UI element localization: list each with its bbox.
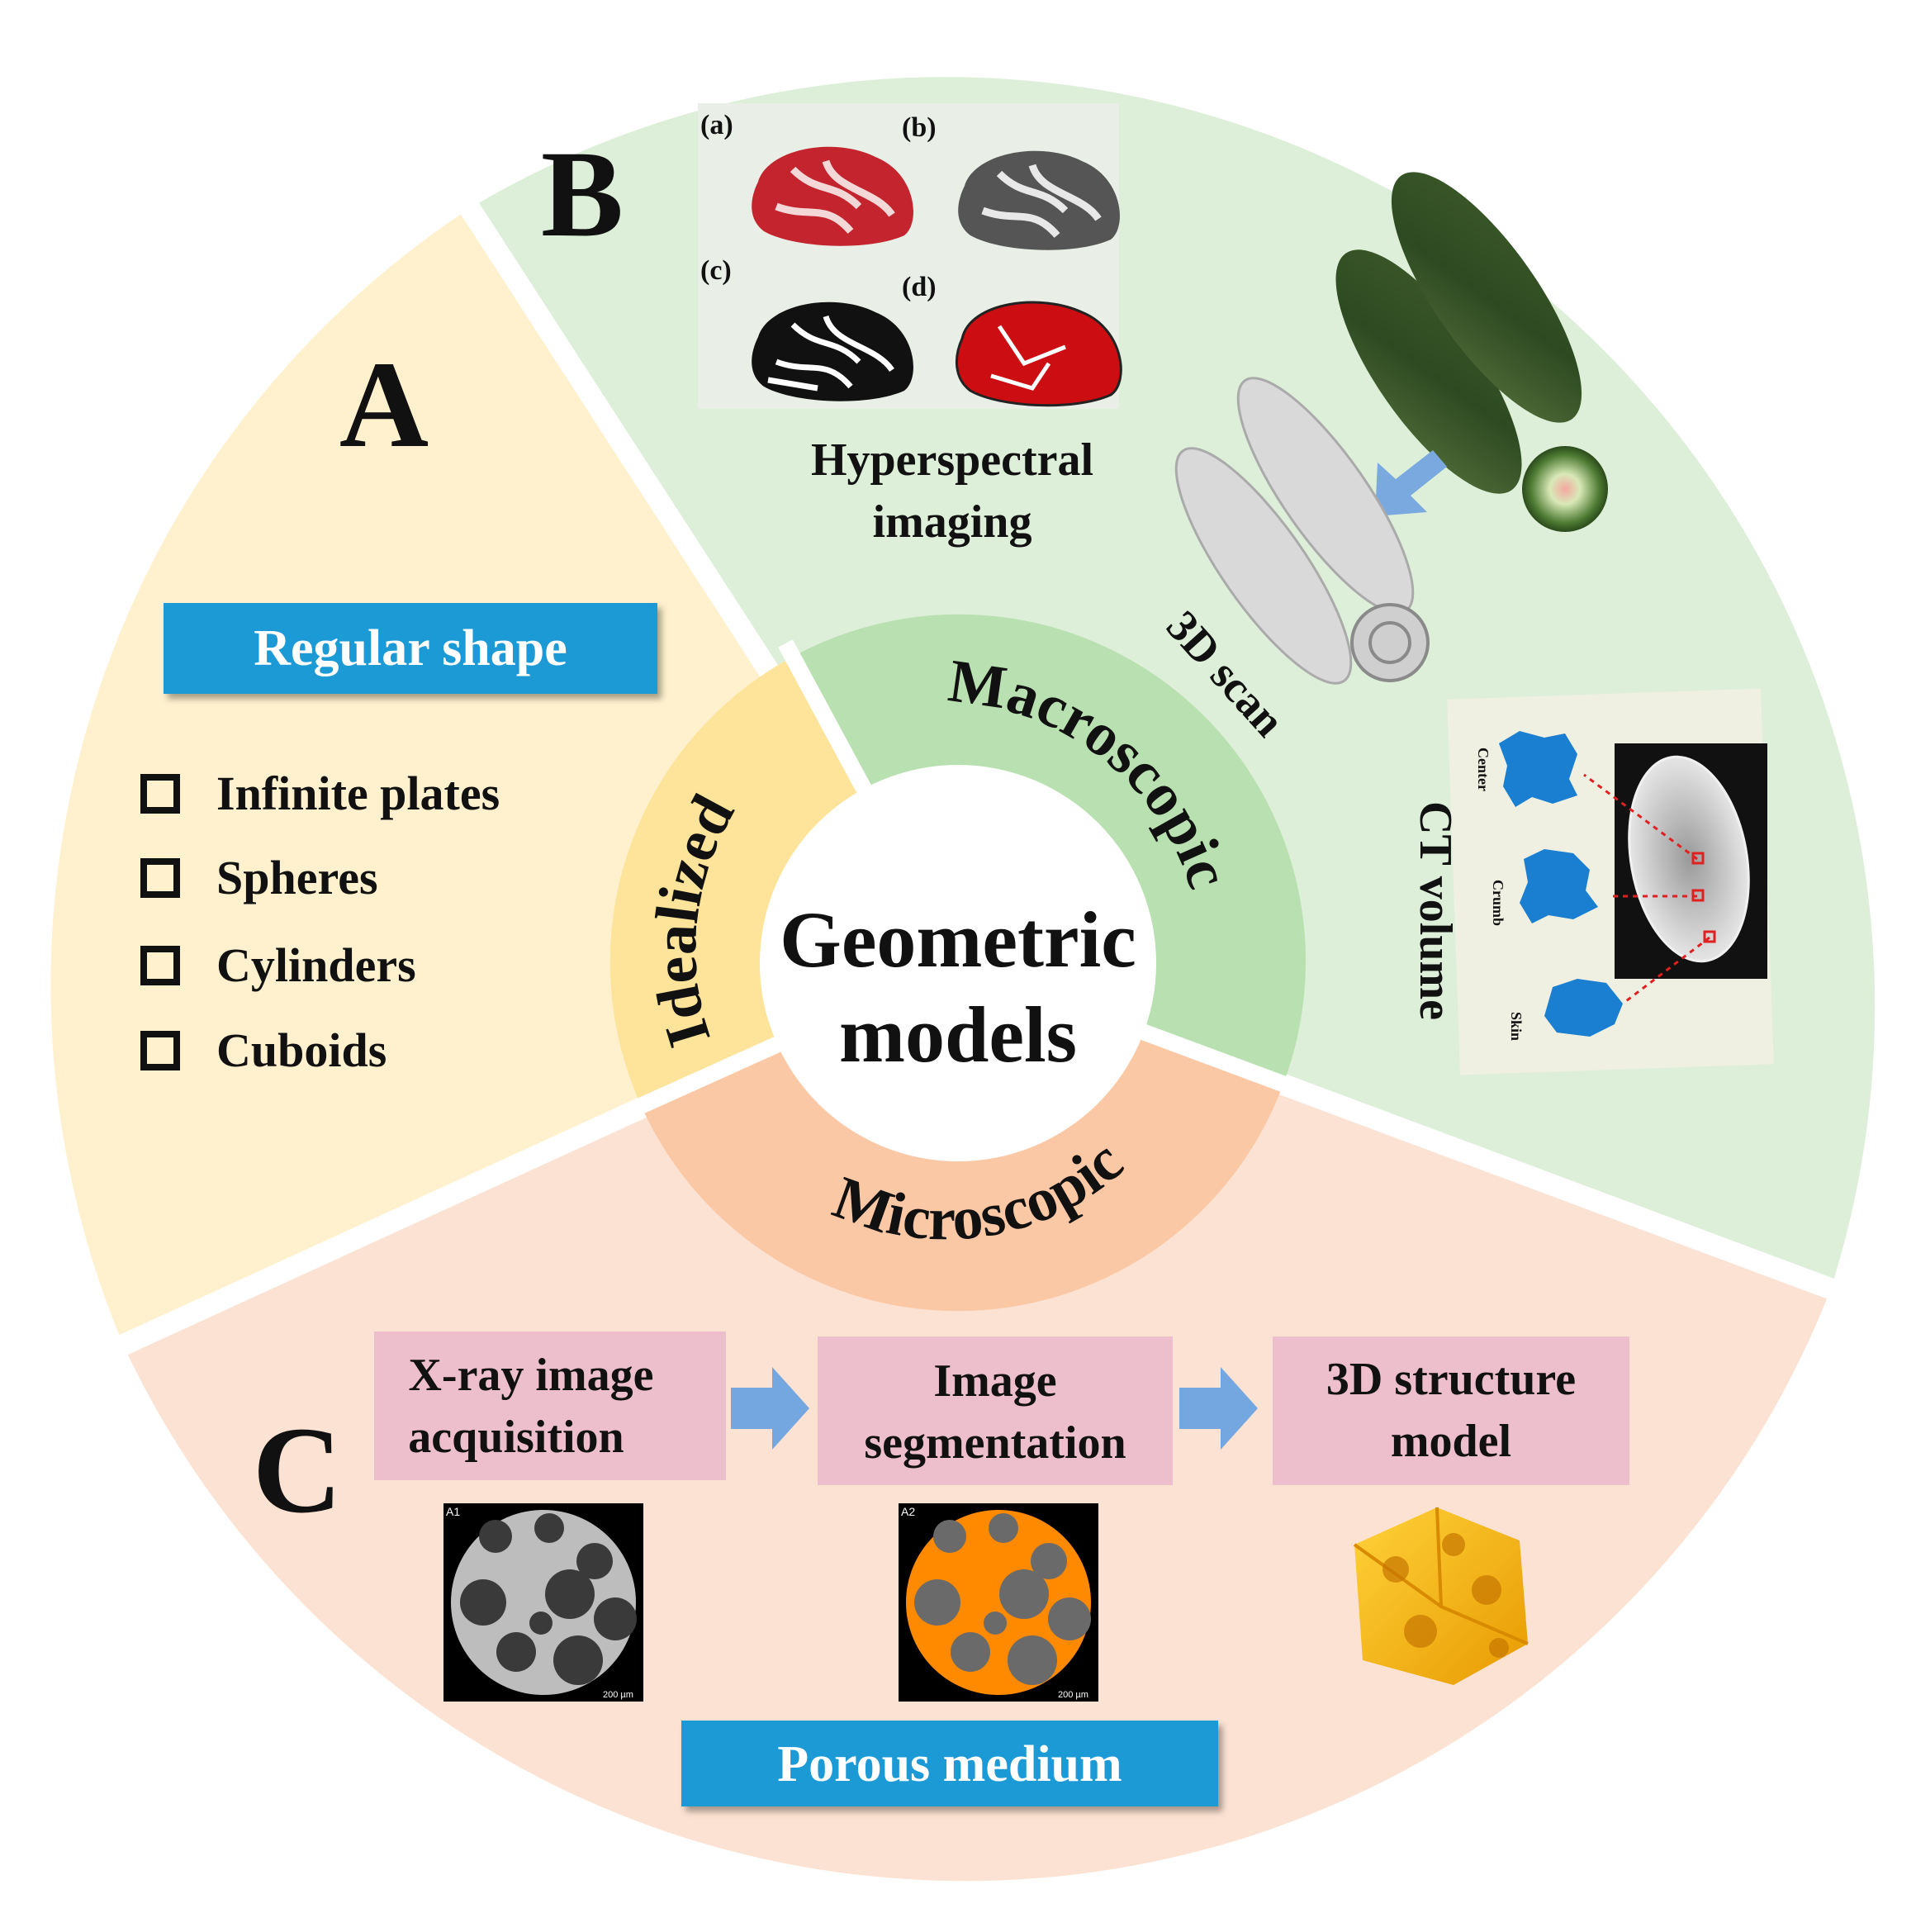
xray-thumbnail: A1 200 µm bbox=[443, 1503, 643, 1702]
step-3d-line2: model bbox=[1391, 1416, 1511, 1467]
hyperspectral-label-line1: Hyperspectral bbox=[811, 434, 1093, 486]
sector-b-letter: B bbox=[541, 126, 624, 263]
step-arrow-icon bbox=[1179, 1367, 1258, 1450]
scale-bar-label: 200 µm bbox=[603, 1690, 633, 1700]
shape-item: Cuboids bbox=[216, 1023, 387, 1077]
meat-image-rgb bbox=[752, 146, 913, 246]
shape-item: Cylinders bbox=[216, 938, 416, 992]
panel-label-b: (b) bbox=[902, 112, 937, 143]
scan-mesh-model bbox=[1174, 377, 1430, 685]
step-arrow-icon bbox=[731, 1367, 809, 1450]
step-xray-line2: acquisition bbox=[408, 1412, 624, 1463]
sector-a-letter: A bbox=[339, 336, 429, 473]
step-box-3d-model bbox=[1273, 1336, 1629, 1485]
scan-arrow-icon bbox=[1375, 450, 1447, 516]
checkbox-icon bbox=[140, 1031, 180, 1070]
sector-c-letter: C bbox=[253, 1402, 342, 1539]
shape-item: Spheres bbox=[216, 851, 378, 904]
scale-bar-label: 200 µm bbox=[1058, 1690, 1088, 1700]
segmentation-thumbnail: A2 200 µm bbox=[899, 1503, 1098, 1702]
thumb-tag: A1 bbox=[446, 1505, 460, 1518]
ct-volume-label: CT volume bbox=[1410, 801, 1461, 1020]
ct-volume-panel: Center Crumb Skin bbox=[1447, 688, 1774, 1075]
center-title-line1: Geometric bbox=[780, 895, 1136, 984]
step-box-segmentation bbox=[818, 1336, 1173, 1485]
checkbox-icon bbox=[140, 858, 180, 898]
process-steps: X-ray image acquisition Image segmentati… bbox=[374, 1332, 1629, 1485]
cucumber-photo bbox=[1335, 172, 1608, 532]
banner-bg bbox=[164, 603, 657, 694]
meat-image-gray bbox=[958, 150, 1120, 250]
center-circle bbox=[760, 765, 1156, 1161]
step-3d-line1: 3D structure bbox=[1326, 1354, 1576, 1405]
meat-image-binary bbox=[752, 301, 913, 401]
center-title-line2: models bbox=[839, 990, 1077, 1079]
checkbox-icon bbox=[140, 774, 180, 814]
panel-label-d: (d) bbox=[902, 272, 937, 302]
hyperspectral-label-line2: imaging bbox=[873, 496, 1032, 548]
step-box-xray bbox=[374, 1332, 726, 1480]
panel-label-c: (c) bbox=[700, 255, 732, 286]
porous-medium-banner bbox=[681, 1721, 1218, 1806]
meat-image-segmented bbox=[955, 301, 1122, 407]
regular-shape-banner-label: Regular shape bbox=[254, 620, 567, 676]
step-seg-line1: Image bbox=[933, 1355, 1056, 1407]
regular-shape-banner bbox=[164, 603, 657, 694]
ct-part-label: Skin bbox=[1508, 1012, 1525, 1041]
shape-list: Infinite plates Spheres Cylinders Cuboid… bbox=[140, 767, 500, 1077]
shape-item: Infinite plates bbox=[216, 767, 500, 820]
ct-part-label: Center bbox=[1475, 748, 1492, 791]
step-xray-line1: X-ray image bbox=[408, 1350, 653, 1401]
panel-label-a: (a) bbox=[700, 110, 733, 140]
step-seg-line2: segmentation bbox=[864, 1417, 1126, 1469]
porous-medium-banner-label: Porous medium bbox=[777, 1736, 1122, 1792]
3d-structure-model-image bbox=[1353, 1507, 1529, 1685]
ct-part-label: Crumb bbox=[1490, 880, 1506, 926]
checkbox-icon bbox=[140, 946, 180, 985]
thumb-tag: A2 bbox=[901, 1505, 915, 1518]
